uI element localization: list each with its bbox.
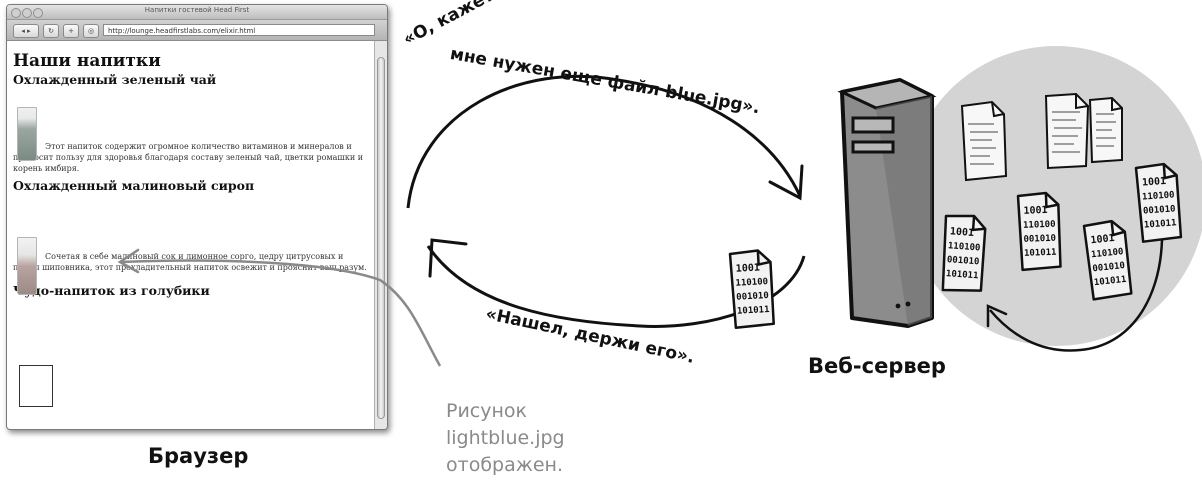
image-file-icon: 1001 110100 001010 101011	[1016, 191, 1062, 272]
browser-page: Наши напитки Охлажденный зеленый чай Это…	[7, 41, 375, 429]
request-arrowhead	[768, 164, 804, 201]
response-arrowhead	[428, 238, 468, 278]
green-tea-image	[17, 107, 37, 161]
browser-window: Напитки гостевой Head First ◂ ▸ ↻ + ◎ ht…	[6, 4, 388, 430]
browser-label: Браузер	[148, 444, 249, 468]
browser-titlebar: Напитки гостевой Head First	[7, 5, 387, 20]
binary-row: 101011	[737, 305, 770, 317]
binary-row: 1001	[1090, 233, 1115, 246]
note-line: lightblue.jpg	[446, 427, 565, 449]
reload-icon[interactable]: ↻	[43, 24, 59, 38]
note-text: Рисунок lightblue.jpg отображен.	[446, 398, 565, 479]
drink-title: Охлажденный зеленый чай	[13, 72, 217, 87]
pointer-arrow	[121, 259, 442, 367]
pointer-arrowhead	[117, 248, 140, 274]
lightblue-image-placeholder	[19, 365, 53, 407]
binary-row: 1001	[950, 226, 975, 239]
server-tower-icon	[837, 78, 937, 328]
close-window-icon[interactable]	[11, 8, 21, 18]
request-arrow	[406, 74, 802, 209]
binary-row: 110100	[1023, 220, 1056, 231]
note-line: Рисунок	[446, 400, 528, 422]
binary-row: 1001	[736, 262, 761, 274]
window-title: Напитки гостевой Head First	[144, 6, 250, 14]
return-arrowhead	[986, 304, 1008, 328]
binary-row: 110100	[735, 277, 768, 289]
html-file-icon	[960, 100, 1008, 182]
image-file-icon: 1001 110100 001010 101011	[941, 214, 987, 292]
binary-row: 1001	[1023, 205, 1047, 217]
html-file-icon	[1088, 96, 1123, 164]
vertical-scrollbar[interactable]	[374, 41, 387, 429]
back-forward-button[interactable]: ◂ ▸	[13, 24, 39, 38]
return-arrow	[989, 239, 1164, 352]
image-file-icon: 1001 110100 001010 101011	[728, 249, 775, 330]
note-line: отображен.	[446, 454, 564, 476]
binary-row: 1001	[1142, 176, 1167, 189]
drink-description: Этот напиток содержит огромное количеств…	[13, 142, 364, 173]
site-icon: ◎	[83, 24, 99, 38]
binary-row: 001010	[1023, 234, 1056, 245]
drink-title: Чудо-напиток из голубики	[13, 283, 210, 298]
binary-row: 101011	[1144, 218, 1177, 230]
address-bar[interactable]: http://lounge.headfirstlabs.com/elixir.h…	[103, 24, 375, 36]
raspberry-syrup-image	[17, 237, 37, 295]
minimize-window-icon[interactable]	[22, 8, 32, 18]
html-file-icon	[1044, 92, 1090, 170]
binary-row: 001010	[947, 255, 980, 267]
binary-row: 001010	[736, 291, 769, 303]
drink-title: Охлажденный малиновый сироп	[13, 178, 255, 193]
binary-row: 101011	[1094, 275, 1127, 288]
page-heading: Наши напитки	[13, 51, 161, 71]
binary-row: 110100	[1091, 247, 1124, 260]
zoom-window-icon[interactable]	[33, 8, 43, 18]
scrollbar-thumb[interactable]	[377, 57, 385, 419]
add-bookmark-icon[interactable]: +	[63, 24, 79, 38]
binary-row: 110100	[948, 241, 981, 253]
binary-row: 101011	[1024, 248, 1057, 259]
binary-row: 001010	[1143, 204, 1176, 216]
drink-description: Сочетая в себе малиновый сок и лимонное …	[13, 252, 367, 272]
binary-row: 110100	[1142, 190, 1175, 202]
binary-row: 001010	[1092, 261, 1125, 274]
server-label: Веб-сервер	[808, 354, 946, 378]
browser-toolbar: ◂ ▸ ↻ + ◎ http://lounge.headfirstlabs.co…	[7, 20, 387, 41]
binary-row: 101011	[946, 269, 979, 281]
